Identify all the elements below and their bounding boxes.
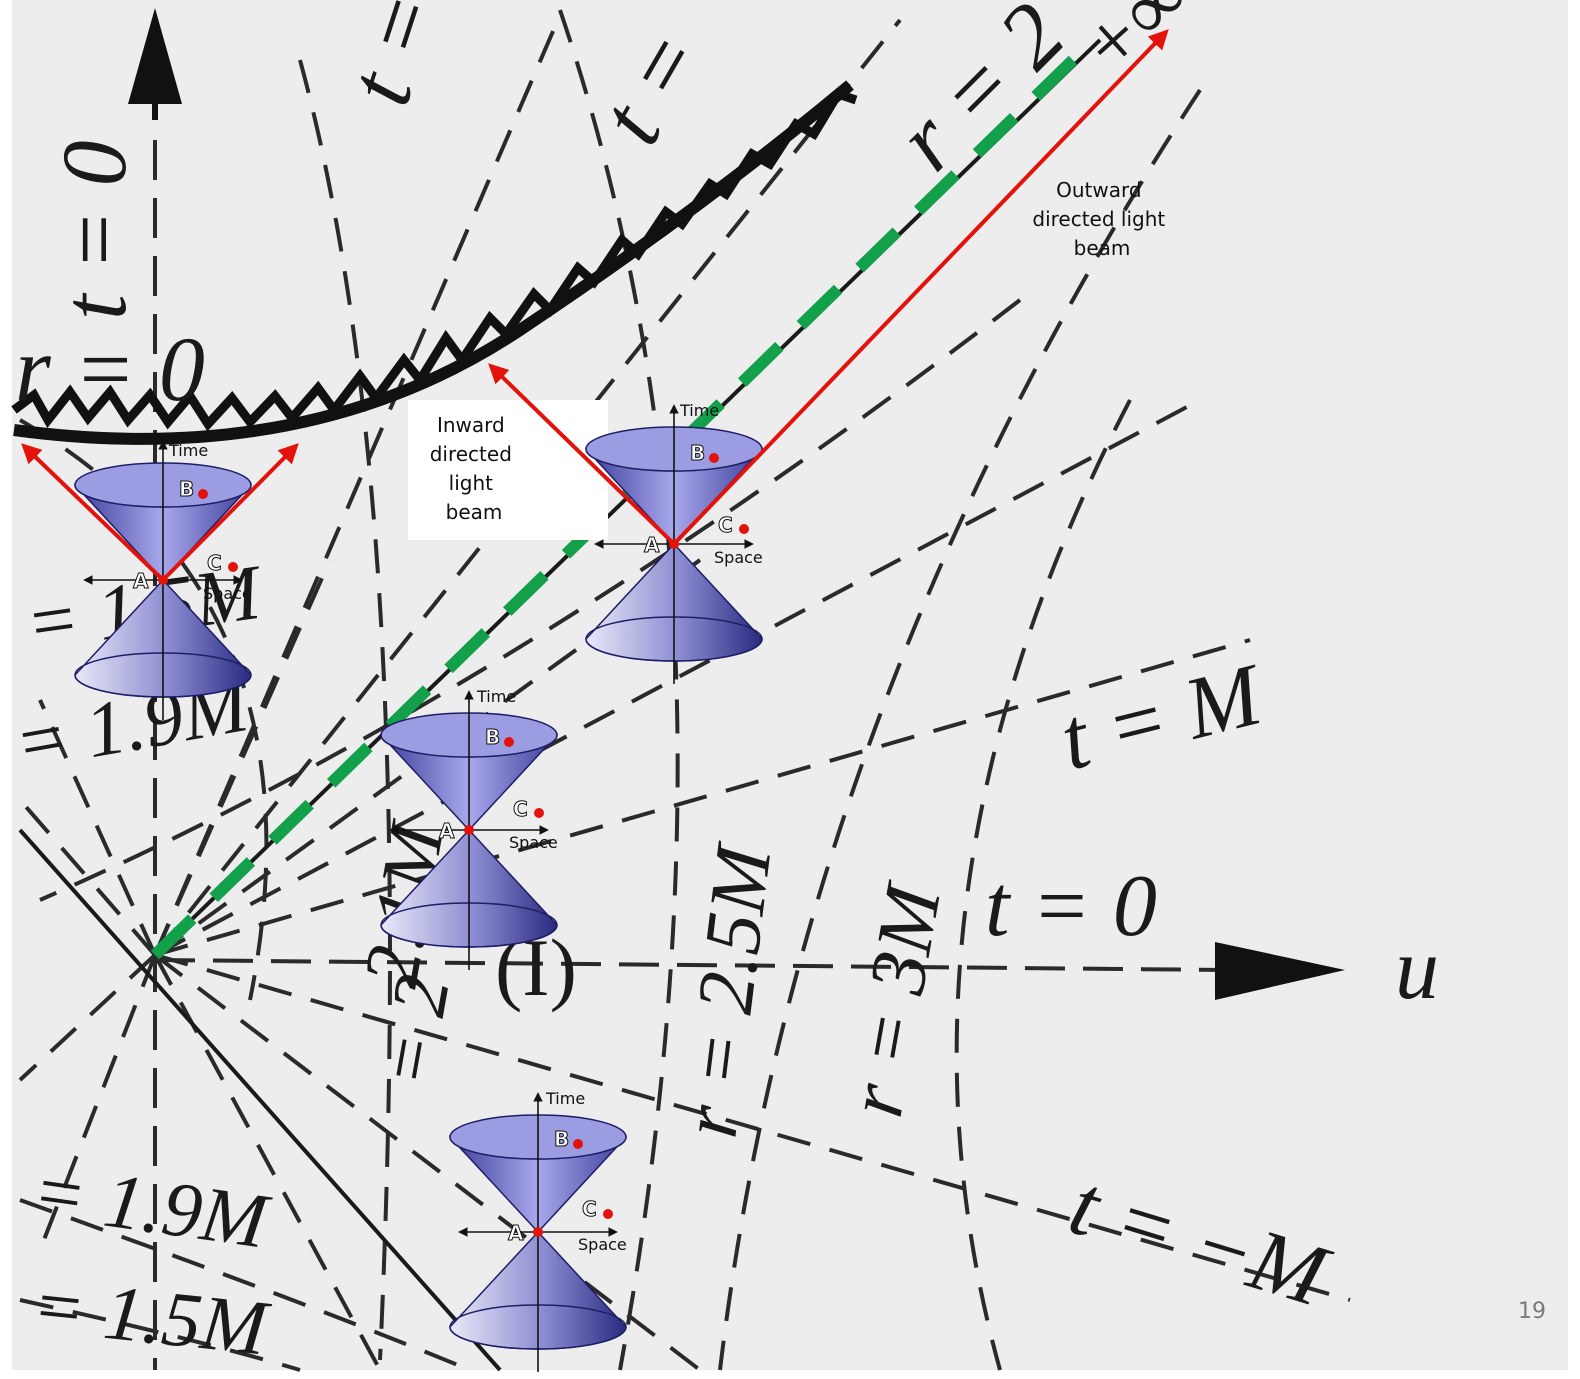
cone3-space-label: Space xyxy=(509,833,558,852)
cone2-event-b: B xyxy=(690,441,705,465)
singularity-teeth xyxy=(11,88,858,432)
cone3-time-label: Time xyxy=(476,687,516,706)
cone2-event-a: A xyxy=(644,533,660,557)
cone4-event-a: A xyxy=(508,1221,524,1245)
label-u-axis: u xyxy=(1395,921,1439,1018)
light-cone-3: Time Space A B C xyxy=(380,687,558,970)
cone4-space-label: Space xyxy=(578,1235,627,1254)
light-cone-4: Time Space A B C xyxy=(449,1089,627,1372)
v-axis-arrowhead xyxy=(128,8,182,104)
label-t-zero-vertical: t = 0 xyxy=(43,140,145,320)
cone3-event-b: B xyxy=(485,725,500,749)
light-cone-1: Time Space A B C xyxy=(74,440,252,720)
label-r2-bottom: = 2 xyxy=(361,968,466,1093)
light-cone-2: Time Space A B C xyxy=(585,401,763,684)
u-axis-arrowhead xyxy=(1215,942,1345,1000)
cone3-event-c: C xyxy=(513,797,528,821)
cone4-event-c: C xyxy=(582,1197,597,1221)
label-backdrop-inward xyxy=(408,400,608,540)
light-beams xyxy=(21,29,1169,582)
cone2-time-label: Time xyxy=(679,401,719,420)
cone1-event-c: C xyxy=(207,551,222,575)
beam-inward xyxy=(488,363,676,546)
slide-number: 19 xyxy=(1518,1299,1546,1324)
label-t-zero-right: t = 0 xyxy=(985,858,1157,955)
cone2-space-label: Space xyxy=(714,548,763,567)
cone2-event-c: C xyxy=(718,513,733,537)
paper-background xyxy=(12,0,1568,1370)
past-horizon-line xyxy=(18,828,502,1372)
cone1-time-label: Time xyxy=(168,441,208,460)
inward-beam-label: Inward directed light beam xyxy=(430,413,519,524)
outward-beam-label: Outward directed light beam xyxy=(1032,178,1171,260)
cone1-event-b: B xyxy=(179,477,194,501)
beam-cone1-left xyxy=(21,443,165,582)
cone1-event-a: A xyxy=(133,569,149,593)
event-horizon xyxy=(150,53,1080,960)
beam-cone1-right xyxy=(161,443,299,582)
cone3-event-a: A xyxy=(439,819,455,843)
cone4-time-label: Time xyxy=(545,1089,585,1108)
label-r-zero: r = 0 xyxy=(15,318,205,420)
beam-outward xyxy=(672,29,1169,546)
cone4-event-b: B xyxy=(554,1127,569,1151)
cone1-space-label: Space xyxy=(203,584,252,603)
coordinate-grid xyxy=(18,9,1351,1372)
